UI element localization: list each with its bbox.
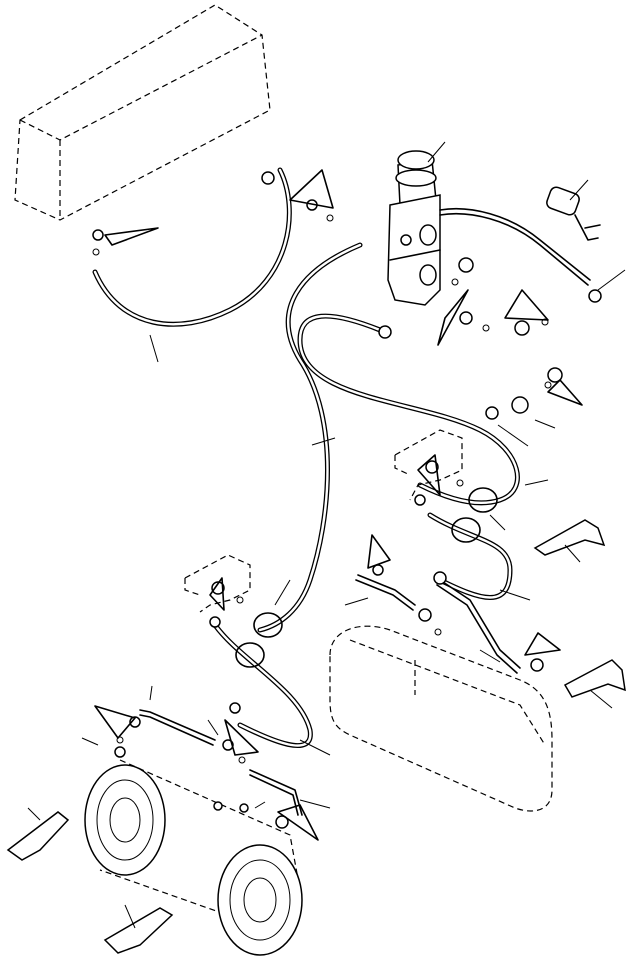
tool-bracket-lower-left — [6, 811, 70, 861]
bracket-center — [394, 429, 463, 501]
hose-right-loop — [427, 512, 513, 600]
leader-lines — [27, 141, 626, 929]
tool-bracket-upper-right — [533, 519, 606, 556]
upper-tank-outline — [14, 4, 271, 221]
fittings — [92, 171, 602, 829]
hose-center-second — [297, 313, 520, 506]
control-valve — [387, 150, 441, 306]
tool-bracket-lower-right — [563, 659, 626, 698]
clamp-rings — [235, 487, 498, 668]
tube-right-lower — [436, 579, 521, 674]
tube-lower-left — [139, 709, 303, 816]
hose-lower-left — [212, 622, 313, 749]
hose-center-long — [257, 242, 363, 633]
right-tank-outline — [329, 625, 553, 812]
hose-left-loop — [92, 167, 292, 327]
solenoid — [546, 186, 601, 241]
wheel-motor-right — [217, 844, 303, 956]
callout-triangles — [94, 169, 583, 841]
tube-top-right — [439, 207, 591, 286]
bracket-left — [184, 554, 251, 613]
tool-bracket-bottom-left — [103, 907, 174, 954]
tube-left-bracket — [355, 574, 416, 611]
